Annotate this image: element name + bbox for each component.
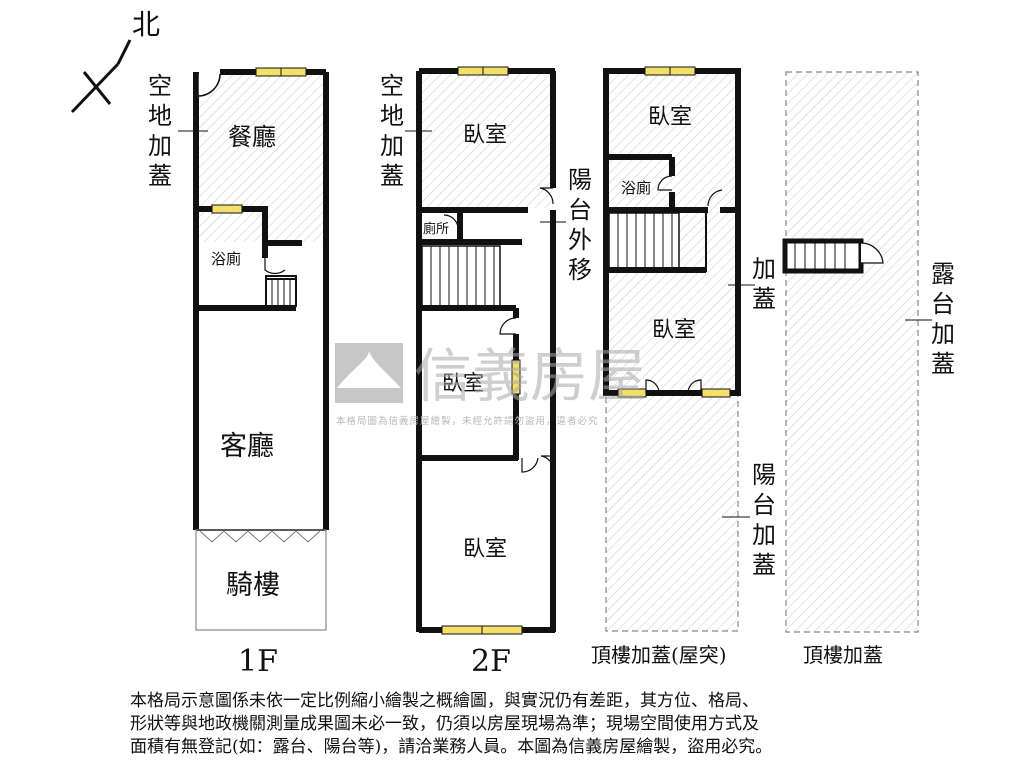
watermark-notice: 本格局圖為信義房屋繪製，未經允許請勿盜用，違者必究 xyxy=(336,416,599,427)
f1-dining-hatch xyxy=(196,74,324,242)
watermark-brand: 信義房屋 xyxy=(414,342,646,410)
floor-2f: 臥室 廁所 臥室 臥室 2F 空 地 加 蓋 陽 台 外 移 xyxy=(380,66,600,679)
f1-room-bath: 浴廁 xyxy=(211,250,241,268)
disclaimer-line: 形狀等與地政機關測量成果圖未必一致，仍須以房屋現場為準；現場空間使用方式及 xyxy=(130,714,759,734)
f3-balcony-hatch xyxy=(605,392,739,632)
floor-1f: 餐廳 浴廁 客廳 騎樓 1F 空 地 加 蓋 xyxy=(148,67,329,679)
compass: 北 xyxy=(70,8,160,114)
f2-room-bedroom-bottom: 臥室 xyxy=(463,537,507,562)
f3-annotation-addition: 加 蓋 xyxy=(752,255,784,313)
compass-north-label: 北 xyxy=(132,8,160,41)
f3-floor-label: 頂樓加蓋(屋突) xyxy=(591,643,727,667)
f2-stairs xyxy=(421,245,501,307)
f3-room-bedroom-mid: 臥室 xyxy=(652,318,696,343)
floor-rooftop-terrace: 頂樓加蓋 露 台 加 蓋 xyxy=(782,71,963,667)
f3-stairs xyxy=(608,212,680,270)
f2-room-toilet: 廁所 xyxy=(423,221,449,237)
f2-room-bedroom-top: 臥室 xyxy=(463,123,507,148)
f1-arcade xyxy=(195,529,327,631)
f3-annotation-balcony: 陽 台 加 蓋 xyxy=(752,461,784,579)
f4-stair-box xyxy=(782,238,864,274)
f1-stairs xyxy=(265,275,297,307)
f1-bath-window xyxy=(211,204,243,214)
disclaimer-notes: 本格局示意圖係未依一定比例縮小繪製之概繪圖，與實況仍有差距，其方位、格局、 形狀… xyxy=(130,690,910,759)
f1-floor-label: 1F xyxy=(238,644,278,679)
f1-room-dining: 餐廳 xyxy=(228,123,276,151)
f1-annotation: 空 地 加 蓋 xyxy=(148,72,180,190)
f3-room-bath: 浴廁 xyxy=(621,179,651,197)
f2-annotation-right: 陽 台 外 移 xyxy=(568,166,600,284)
floor-rooftop-structure: 臥室 浴廁 臥室 頂樓加蓋(屋突) 加 蓋 陽 台 加 蓋 xyxy=(591,66,784,667)
f3-room-bedroom-top: 臥室 xyxy=(648,105,692,130)
f2-floor-label: 2F xyxy=(471,644,511,679)
watermark: 信義房屋 xyxy=(335,342,646,410)
f2-annotation-left: 空 地 加 蓋 xyxy=(380,72,412,190)
f2-room-bedroom-mid: 臥室 xyxy=(442,371,484,395)
f4-floor-label: 頂樓加蓋 xyxy=(803,643,883,667)
disclaimer-line: 面積有無登記(如：露台、陽台等)，請洽業務人員。本圖為信義房屋繪製，盜用必究。 xyxy=(130,737,773,757)
f4-terrace-hatch xyxy=(785,71,919,633)
f4-annotation: 露 台 加 蓋 xyxy=(931,260,963,378)
f1-entry-door xyxy=(197,73,221,97)
disclaimer-line: 本格局示意圖係未依一定比例縮小繪製之概繪圖，與實況仍有差距，其方位、格局、 xyxy=(130,691,759,711)
f2-bedroom-top-hatch xyxy=(420,74,552,208)
f1-room-living: 客廳 xyxy=(220,431,274,462)
f1-room-arcade: 騎樓 xyxy=(226,570,280,601)
